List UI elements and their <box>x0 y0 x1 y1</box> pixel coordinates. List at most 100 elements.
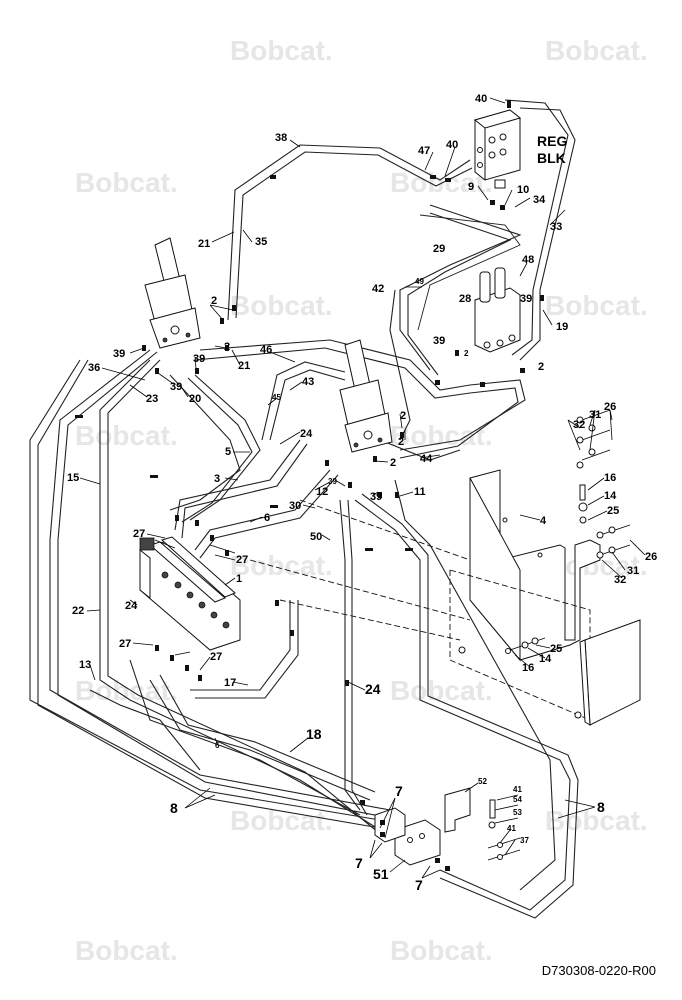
callout-54: 54 <box>513 795 522 804</box>
callout-50: 50 <box>310 531 322 543</box>
regulator-block <box>473 109 522 189</box>
watermark-6: Bobcat. <box>545 290 648 321</box>
callout-27-c: 27 <box>119 638 131 650</box>
callout-49: 49 <box>415 277 424 286</box>
hydraulic-tank <box>458 619 641 726</box>
svg-text:REG: REG <box>537 133 567 149</box>
callout-4: 4 <box>540 515 547 527</box>
callout-9: 9 <box>468 181 474 193</box>
callout-38: 38 <box>275 132 287 144</box>
callout-13: 13 <box>79 659 91 671</box>
callout-21-top: 21 <box>198 238 210 250</box>
callout-7-b: 7 <box>355 855 363 871</box>
callout-52: 52 <box>478 777 487 786</box>
callout-2-g: 2 <box>390 457 396 469</box>
watermark-layer: Bobcat. Bobcat. Bobcat. Bobcat. Bobcat. … <box>75 35 648 966</box>
fittings <box>75 100 544 871</box>
callout-40-mid: 40 <box>446 139 458 151</box>
hardware <box>487 409 631 861</box>
callout-14-low: 14 <box>539 653 552 665</box>
svg-text:BLK: BLK <box>537 150 566 166</box>
drawing-code: D730308-0220-R00 <box>541 963 656 978</box>
callout-39-e: 39 <box>328 477 337 486</box>
callout-29: 29 <box>433 243 445 255</box>
pedal-valve <box>474 267 521 353</box>
callout-34: 34 <box>533 194 546 206</box>
callout-17: 17 <box>224 677 236 689</box>
watermark-7: Bobcat. <box>75 420 178 451</box>
callout-32-mid: 32 <box>614 574 626 586</box>
callout-26-mid: 26 <box>645 551 657 563</box>
callout-7-a: 7 <box>395 783 403 799</box>
callout-8-right: 8 <box>597 799 605 815</box>
callout-20: 20 <box>189 393 201 405</box>
svg-text:Bobcat.: Bobcat. <box>230 550 333 581</box>
callout-36: 36 <box>88 362 100 374</box>
leader-lines <box>79 97 646 879</box>
callout-44: 44 <box>420 453 433 465</box>
bolt-group-bottom <box>487 799 521 861</box>
watermark-8: Bobcat. <box>390 420 493 451</box>
callout-8-left: 8 <box>170 800 178 816</box>
callout-45: 45 <box>272 393 281 402</box>
callout-19: 19 <box>556 321 568 333</box>
watermark-12: Bobcat. <box>390 675 493 706</box>
callout-35: 35 <box>255 236 267 248</box>
bracket <box>444 787 471 833</box>
callout-11: 11 <box>414 486 426 498</box>
callout-5: 5 <box>225 446 231 458</box>
callout-39-f: 39 <box>370 491 382 503</box>
watermark-2: Bobcat. <box>545 35 648 66</box>
callout-47: 47 <box>418 145 430 157</box>
callout-46: 46 <box>260 344 272 356</box>
callout-6-mid: 6 <box>264 512 270 524</box>
svg-text:Bobcat.: Bobcat. <box>75 167 178 198</box>
callout-32-top: 32 <box>573 419 585 431</box>
svg-text:Bobcat.: Bobcat. <box>390 675 493 706</box>
watermark-13: Bobcat. <box>230 805 333 836</box>
bolt-group-top <box>576 409 611 469</box>
callout-16-low: 16 <box>522 662 534 674</box>
callout-15: 15 <box>67 472 79 484</box>
callout-40-top: 40 <box>475 93 487 105</box>
svg-text:Bobcat.: Bobcat. <box>75 935 178 966</box>
callout-25-low: 25 <box>550 643 562 655</box>
callout-39-a: 39 <box>113 348 125 360</box>
callout-10: 10 <box>517 184 529 196</box>
left-joystick <box>144 237 201 349</box>
callout-30: 30 <box>289 500 301 512</box>
callout-27-d: 27 <box>210 651 222 663</box>
watermark-3: Bobcat. <box>75 167 178 198</box>
watermark-9: Bobcat. <box>230 550 333 581</box>
regulator-block-label: REG BLK <box>537 133 567 166</box>
callout-33: 33 <box>550 221 562 233</box>
callout-2-d: 2 <box>464 349 469 358</box>
callout-3: 3 <box>214 473 220 485</box>
svg-text:Bobcat.: Bobcat. <box>230 805 333 836</box>
callout-39-b: 39 <box>193 353 205 365</box>
svg-text:Bobcat.: Bobcat. <box>230 290 333 321</box>
callout-25-top: 25 <box>607 505 619 517</box>
callout-31-top: 31 <box>589 409 601 421</box>
callout-2-f: 2 <box>398 436 404 448</box>
callout-2-e: 2 <box>400 410 406 422</box>
callout-39-d: 39 <box>170 381 182 393</box>
callout-2-b: 2 <box>224 341 230 353</box>
callout-41-b: 41 <box>507 824 516 833</box>
callout-48: 48 <box>522 254 534 266</box>
right-joystick <box>339 339 393 453</box>
callout-2-a: 2 <box>211 295 217 307</box>
callout-51: 51 <box>373 866 389 882</box>
callout-6-low: 6 <box>215 741 220 750</box>
callout-26-top: 26 <box>604 401 616 413</box>
hose-routing <box>29 99 579 919</box>
main-control-valve <box>139 536 241 651</box>
callout-39-right: 39 <box>520 293 532 305</box>
callout-53: 53 <box>513 808 522 817</box>
svg-text:Bobcat.: Bobcat. <box>545 290 648 321</box>
callout-14-top: 14 <box>604 490 617 502</box>
callout-16-top: 16 <box>604 472 616 484</box>
callout-24-low: 24 <box>365 681 381 697</box>
callout-7-c: 7 <box>415 877 423 893</box>
